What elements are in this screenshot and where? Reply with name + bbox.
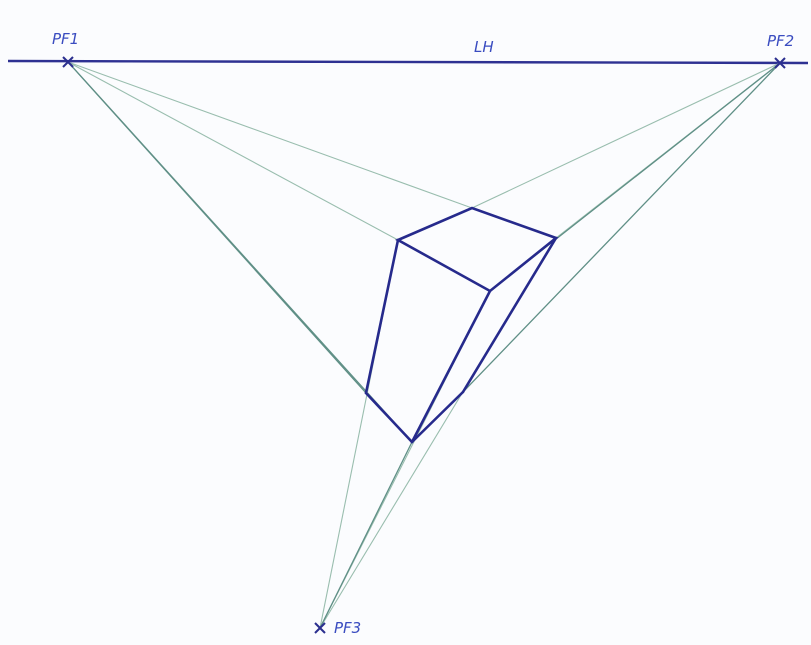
vanishing-point-1-label: PF1	[52, 30, 79, 48]
guide-pf1-top-back	[67, 61, 473, 209]
guide-pf1-mid	[67, 61, 413, 443]
guide-pf1-top-left	[67, 61, 399, 241]
cube-front-vertical-edge	[410, 289, 492, 444]
cube-bottom-left-edge	[364, 391, 414, 444]
guide-pf2-right-bottom	[462, 62, 781, 393]
vanishing-point-2: PF2	[767, 32, 794, 69]
construction-lines-pf2	[462, 62, 781, 393]
horizon-line-label: LH	[474, 38, 494, 56]
guide-pf3-bottom	[319, 441, 413, 629]
cube	[364, 206, 559, 444]
horizon-line	[7, 59, 809, 65]
cube-bottom-right-edge	[410, 390, 465, 444]
cube-left-vertical-edge	[364, 238, 400, 395]
construction-lines-pf1	[67, 61, 473, 443]
vanishing-point-3: PF3	[314, 619, 361, 637]
vanishing-point-1: PF1	[52, 30, 79, 68]
vanishing-point-2-label: PF2	[767, 32, 794, 50]
vanishing-point-3-label: PF3	[334, 619, 361, 637]
guide-pf2-top-back	[471, 62, 781, 209]
cube-right-vertical-edge	[461, 236, 558, 394]
